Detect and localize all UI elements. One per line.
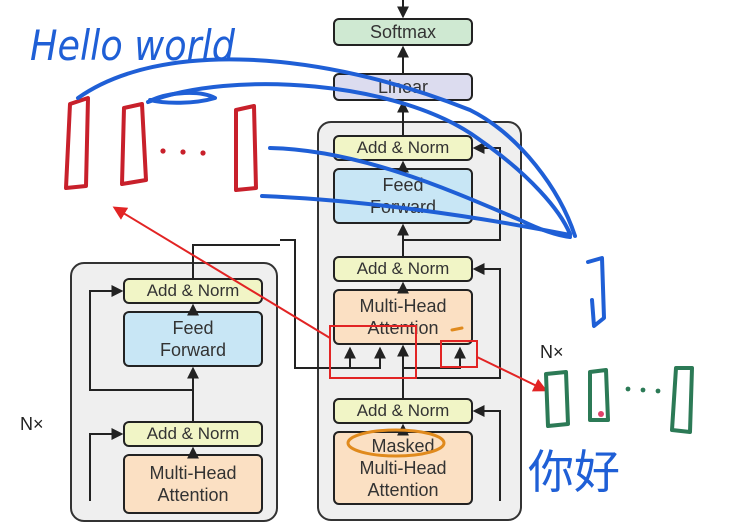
decoder-add-norm-mid: Add & Norm (333, 256, 473, 282)
decoder-softmax: Softmax (333, 18, 473, 46)
red-ellipsis (160, 148, 206, 156)
red-vectors (64, 96, 258, 192)
decoder-repeat-label: N× (540, 342, 564, 362)
encoder-feed-forward: Feed Forward (123, 311, 263, 367)
decoder-multi-head-attention: Multi-Head Attention (333, 289, 473, 345)
chinese-annotation: 你好 (528, 445, 620, 499)
green-vectors (544, 366, 694, 434)
diagram-canvas: Hello world 你好 (30, 0, 694, 501)
decoder-arrows (280, 0, 501, 501)
decoder-add-norm-top: Add & Norm (333, 135, 473, 161)
highlight-box-decoder-input (440, 340, 478, 368)
hello-world-annotation: Hello world (30, 21, 235, 70)
encoder-add-norm-bottom: Add & Norm (123, 421, 263, 447)
encoder-repeat-label: N× (20, 414, 44, 434)
pink-dot (598, 411, 604, 417)
red-annotations (112, 206, 548, 392)
orange-annotations (346, 326, 464, 458)
green-ellipsis (625, 386, 661, 394)
decoder-add-norm-bottom: Add & Norm (333, 398, 473, 424)
encoder-arrows (89, 244, 280, 501)
blue-annotations (76, 57, 606, 328)
highlight-box-encoder-inputs (329, 325, 417, 379)
